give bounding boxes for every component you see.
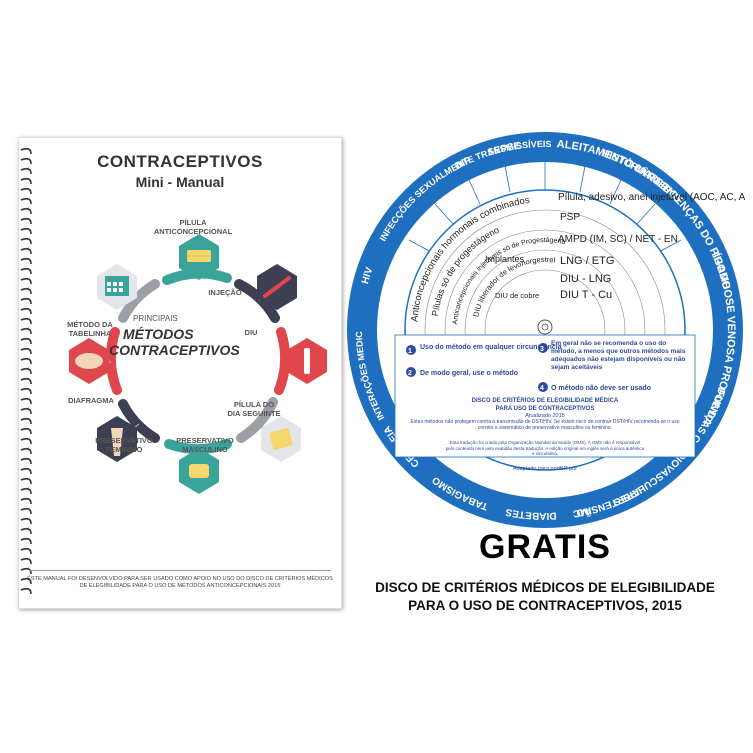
category-4-text: O método não deve ser usado xyxy=(551,385,651,392)
wheel-label-imc: IMC xyxy=(572,504,592,518)
category-2-number: 2 xyxy=(408,370,412,377)
calendar-hex-icon xyxy=(97,264,137,310)
svg-text:IMC: IMC xyxy=(572,504,592,518)
injection-hex-icon xyxy=(257,264,297,310)
inner-label-diu-cobre: DIU de cobre xyxy=(495,291,539,300)
method-row-1: Pílula, adesivo, anel injetável (AOC, AC… xyxy=(558,192,745,203)
pill-hex-icon xyxy=(179,234,219,280)
methods-ring-diagram xyxy=(69,234,327,494)
method-row-3: AMPD (IM, SC) / NET - EN xyxy=(558,234,678,245)
center-label-metodos: MÉTODOS xyxy=(123,326,194,342)
label-pilula: PÍLULA ANTICONCEPCIONAL xyxy=(153,218,233,236)
window-updated: Atualizado 2015 xyxy=(525,413,564,419)
booklet-subtitle: Mini - Manual xyxy=(135,174,225,190)
category-3-number: 3 xyxy=(540,346,544,353)
label-injecao: INJEÇÃO xyxy=(208,288,242,297)
category-3-text: Em geral não se recomenda o uso do métod… xyxy=(551,340,686,371)
footer-divider xyxy=(29,570,331,571)
info-window xyxy=(394,334,696,458)
morning-after-pill-hex-icon xyxy=(261,416,301,462)
gratis-heading: GRATIS xyxy=(479,528,611,566)
category-1-text: Uso do método em qualquer circunstância xyxy=(420,344,562,351)
method-row-6: DIU T - Cu xyxy=(560,289,612,301)
window-warning: Estes métodos não protegem contra a tran… xyxy=(410,419,680,431)
method-row-4: LNG / ETG xyxy=(560,255,614,267)
window-adapted: Adaptado para portBR por xyxy=(513,466,577,472)
category-1-number: 1 xyxy=(408,348,412,355)
window-credit: Esta tradução foi criada pela Organizaçã… xyxy=(445,440,645,456)
label-diafragma: DIAFRAGMA xyxy=(68,396,114,405)
booklet-title: CONTRACEPTIVOS xyxy=(97,152,263,171)
caption-line-2: PARA O USO DE CONTRACEPTIVOS, 2015 xyxy=(408,598,682,613)
female-condom-hex-icon xyxy=(97,416,137,462)
window-title: DISCO DE CRITÉRIOS DE ELEGIBILIDADE MÉDI… xyxy=(472,396,619,404)
center-label-contraceptivos: CONTRACEPTIVOS xyxy=(109,342,240,358)
label-pilula-dia-seguinte: PÍLULA DO DIA SEGUINTE xyxy=(227,400,281,418)
booklet-footer-note: ESTE MANUAL FOI DESENVOLVIDO PARA SER US… xyxy=(27,576,333,589)
diaphragm-hex-icon xyxy=(69,338,109,384)
caption-line-1: DISCO DE CRITÉRIOS MÉDICOS DE ELEGIBILID… xyxy=(375,580,715,595)
inner-label-implantes: Implantes xyxy=(485,254,525,264)
spiral-binding xyxy=(20,147,32,595)
method-row-5: DIU - LNG xyxy=(560,273,611,285)
label-tabelinha: MÉTODO DA TABELINHA xyxy=(67,320,113,338)
category-4-number: 4 xyxy=(540,385,544,392)
category-2-text: De modo geral, use o método xyxy=(420,370,518,377)
center-label-principais: PRINCIPAIS xyxy=(133,314,178,323)
window-subtitle: PARA USO DE CONTRACEPTIVOS xyxy=(496,406,595,412)
wheel-label-hiv: HIV xyxy=(360,266,376,286)
label-diu: DIU xyxy=(244,328,258,337)
male-condom-hex-icon xyxy=(179,448,219,494)
method-row-2: PSP xyxy=(560,212,580,223)
svg-text:HIV: HIV xyxy=(360,266,376,286)
iud-hex-icon xyxy=(287,338,327,384)
label-preservativo-feminino: PRESERVATIVO FEMININO xyxy=(95,436,153,454)
mini-manual-booklet: CONTRACEPTIVOS Mini - Manual xyxy=(18,137,342,609)
eligibility-disc: ALEITAMENTO MATERNO DOENÇAS DO FÍGADO TR… xyxy=(345,130,745,528)
label-preservativo-masculino: PRESERVATIVO MASCULINO xyxy=(176,436,234,454)
